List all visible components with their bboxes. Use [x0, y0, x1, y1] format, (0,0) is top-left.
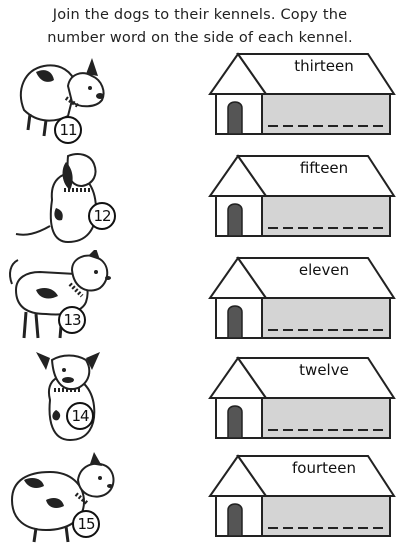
instruction-line-2: number word on the side of each kennel.: [47, 30, 353, 46]
dog-number-badge: 11: [54, 116, 82, 144]
dog-icon: [36, 352, 100, 442]
kennel-icon: [208, 356, 396, 439]
kennel-1[interactable]: thirteen: [208, 52, 398, 138]
dog-number-badge: 15: [72, 510, 100, 538]
kennel-icon: [208, 454, 396, 537]
kennel-icon: [208, 52, 396, 135]
dog-3[interactable]: 13: [6, 250, 136, 346]
kennel-4[interactable]: twelve: [208, 356, 398, 442]
kennel-5[interactable]: fourteen: [208, 454, 398, 540]
kennel-word: twelve: [299, 361, 349, 379]
kennel-3[interactable]: eleven: [208, 256, 398, 342]
dog-icon: [15, 153, 98, 244]
dog-number-badge: 13: [58, 306, 86, 334]
kennel-icon: [208, 256, 396, 339]
dog-number-badge: 12: [88, 202, 116, 230]
dog-4[interactable]: 14: [6, 350, 136, 446]
dog-icon: [9, 250, 111, 339]
dog-5[interactable]: 15: [6, 450, 136, 546]
kennel-icon: [208, 154, 396, 237]
instruction-line-1: Join the dogs to their kennels. Copy the: [52, 7, 348, 23]
kennel-word: eleven: [298, 261, 350, 279]
instructions: Join the dogs to their kennels. Copy the…: [0, 4, 400, 50]
dog-icon: [10, 452, 115, 543]
kennel-2[interactable]: fifteen: [208, 154, 398, 240]
kennel-word: fifteen: [299, 159, 349, 177]
dog-number-badge: 14: [66, 402, 94, 430]
kennel-word: thirteen: [294, 57, 354, 75]
kennel-word: fourteen: [292, 459, 356, 477]
dog-2[interactable]: 12: [6, 150, 136, 246]
dog-1[interactable]: 11: [6, 50, 136, 146]
